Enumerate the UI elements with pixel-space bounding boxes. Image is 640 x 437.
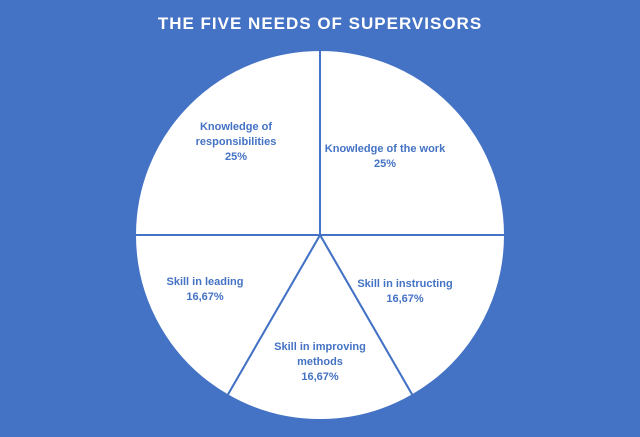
pie-slice-skill-in-leading [133, 233, 322, 397]
slice-label-line: 16,67% [301, 371, 339, 383]
slice-label: Knowledge of responsibilities 25% [196, 121, 277, 163]
pie-slice-skill-in-improving-methods [226, 233, 414, 421]
slice-label: Skill in leading 16,67% [166, 276, 243, 303]
slice-label-line: Skill in leading [166, 276, 243, 288]
slice-label-line: Knowledge of the work [325, 143, 446, 155]
slice-label-line: responsibilities [196, 136, 277, 148]
slice-label-line: 16,67% [386, 293, 424, 305]
slice-label: Knowledge of the work 25% [325, 143, 446, 170]
slice-label-line: 16,67% [186, 291, 224, 303]
pie-slice-skill-in-instructing [318, 233, 507, 397]
slice-label-line: Knowledge of [200, 121, 272, 133]
slice-label-line: Skill in instructing [357, 278, 452, 290]
slice-label-line: 25% [374, 158, 396, 170]
slice-label-line: Skill in improving [274, 341, 366, 353]
slice-label-line: methods [297, 356, 343, 368]
chart-title: THE FIVE NEEDS OF SUPERVISORS [158, 14, 482, 33]
slice-label-line: 25% [225, 151, 247, 163]
pie-slice-knowledge-of-the-work [319, 48, 507, 237]
pie-slice-knowledge-of-responsibilities [133, 48, 321, 237]
slice-label: Skill in instructing 16,67% [357, 278, 452, 305]
slice-label: Skill in improving methods 16,67% [274, 341, 366, 383]
